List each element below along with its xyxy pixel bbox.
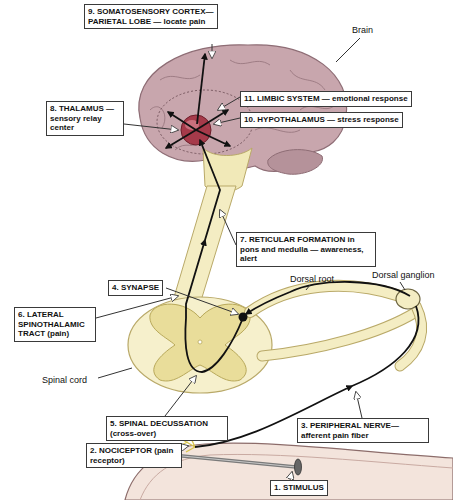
nail-highlight bbox=[172, 455, 296, 467]
leader-line bbox=[356, 392, 362, 418]
part-label: Dorsal root bbox=[290, 275, 334, 285]
leader-line bbox=[306, 285, 310, 290]
callout-box: 6. LATERAL SPINOTHALAMIC TRACT (pain) bbox=[14, 307, 96, 342]
leader-line bbox=[98, 368, 132, 378]
leader-line bbox=[220, 210, 236, 245]
leader-line bbox=[290, 472, 292, 480]
leader-line bbox=[166, 288, 238, 314]
callout-text: 5. SPINAL DECUSSATION (cross-over) bbox=[110, 419, 224, 438]
leader-line bbox=[124, 124, 178, 130]
leader-line bbox=[218, 97, 240, 110]
callout-text: 2. NOCICEPTOR (pain receptor) bbox=[90, 446, 178, 465]
pain-pathway bbox=[166, 54, 418, 447]
gyrus-line bbox=[255, 128, 300, 133]
callout-box: 5. SPINAL DECUSSATION (cross-over) bbox=[106, 416, 228, 441]
pathway-segment bbox=[197, 54, 205, 124]
callout-box: 7. RETICULAR FORMATION in pons and medul… bbox=[236, 232, 376, 267]
gyrus-line bbox=[160, 75, 200, 80]
radiating-arrow bbox=[166, 130, 196, 148]
pathway-segment bbox=[352, 306, 418, 386]
skin-layer bbox=[140, 454, 453, 500]
leader-line bbox=[400, 282, 405, 290]
gyrus-line bbox=[150, 107, 165, 128]
callout-box: 2. NOCICEPTOR (pain receptor) bbox=[86, 443, 182, 468]
synapse-dot bbox=[239, 313, 248, 322]
nerve-ending bbox=[181, 442, 188, 445]
deep-structure-boundary bbox=[157, 90, 253, 154]
pathway-segment bbox=[185, 318, 243, 372]
gyrus-line bbox=[230, 60, 270, 65]
leader-line bbox=[214, 118, 240, 124]
callout-box: 9. SOMATOSENSORY CORTEX—PARIETAL LOBE — … bbox=[84, 4, 218, 29]
callout-box: 8. THALAMUS — sensory relay center bbox=[46, 101, 124, 136]
gyrus-line bbox=[290, 70, 325, 90]
leader-line bbox=[212, 44, 213, 58]
ventral-root-outline bbox=[262, 312, 416, 356]
grey-matter bbox=[150, 304, 250, 381]
callout-text: 3. PERIPHERAL NERVE— afferent pain fiber bbox=[301, 421, 425, 440]
callout-box: 1. STIMULUS bbox=[270, 480, 328, 496]
callout-text: 6. LATERAL SPINOTHALAMIC TRACT (pain) bbox=[18, 310, 92, 339]
pathway-segment bbox=[200, 140, 220, 240]
leader-line bbox=[336, 38, 360, 62]
cerebellum bbox=[268, 150, 323, 175]
part-label: Spinal cord bbox=[42, 376, 87, 386]
callout-text: 9. SOMATOSENSORY CORTEX—PARIETAL LOBE — … bbox=[88, 7, 214, 26]
radiating-arrow bbox=[196, 110, 228, 130]
callout-text: 11. LIMBIC SYSTEM — emotional response bbox=[244, 94, 408, 104]
leader-line bbox=[96, 296, 178, 318]
nerve-ending bbox=[186, 447, 195, 452]
radiating-arrow bbox=[168, 112, 196, 130]
callout-box: 4. SYNAPSE bbox=[108, 280, 163, 296]
callout-box: 10. HYPOTHALAMUS — stress response bbox=[240, 112, 403, 128]
nail-shaft bbox=[172, 455, 296, 467]
part-label: Dorsal ganglion bbox=[372, 271, 435, 281]
callout-text: 8. THALAMUS — sensory relay center bbox=[50, 104, 120, 133]
pathway-segment bbox=[246, 282, 410, 314]
part-label: Brain bbox=[352, 26, 373, 36]
brainstem bbox=[203, 148, 252, 192]
radiating-arrow bbox=[196, 130, 230, 146]
callout-text: 1. STIMULUS bbox=[274, 483, 324, 493]
pathway-segment bbox=[186, 240, 205, 318]
callout-box: 11. LIMBIC SYSTEM — emotional response bbox=[240, 91, 412, 107]
central-canal bbox=[198, 340, 202, 344]
callout-text: 7. RETICULAR FORMATION in pons and medul… bbox=[240, 235, 372, 264]
callout-box: 3. PERIPHERAL NERVE— afferent pain fiber bbox=[297, 418, 429, 443]
leader-line bbox=[165, 376, 196, 416]
nail-head bbox=[295, 459, 302, 475]
ventral-root bbox=[262, 312, 416, 356]
callout-text: 4. SYNAPSE bbox=[112, 283, 159, 293]
callout-text: 10. HYPOTHALAMUS — stress response bbox=[244, 115, 399, 125]
